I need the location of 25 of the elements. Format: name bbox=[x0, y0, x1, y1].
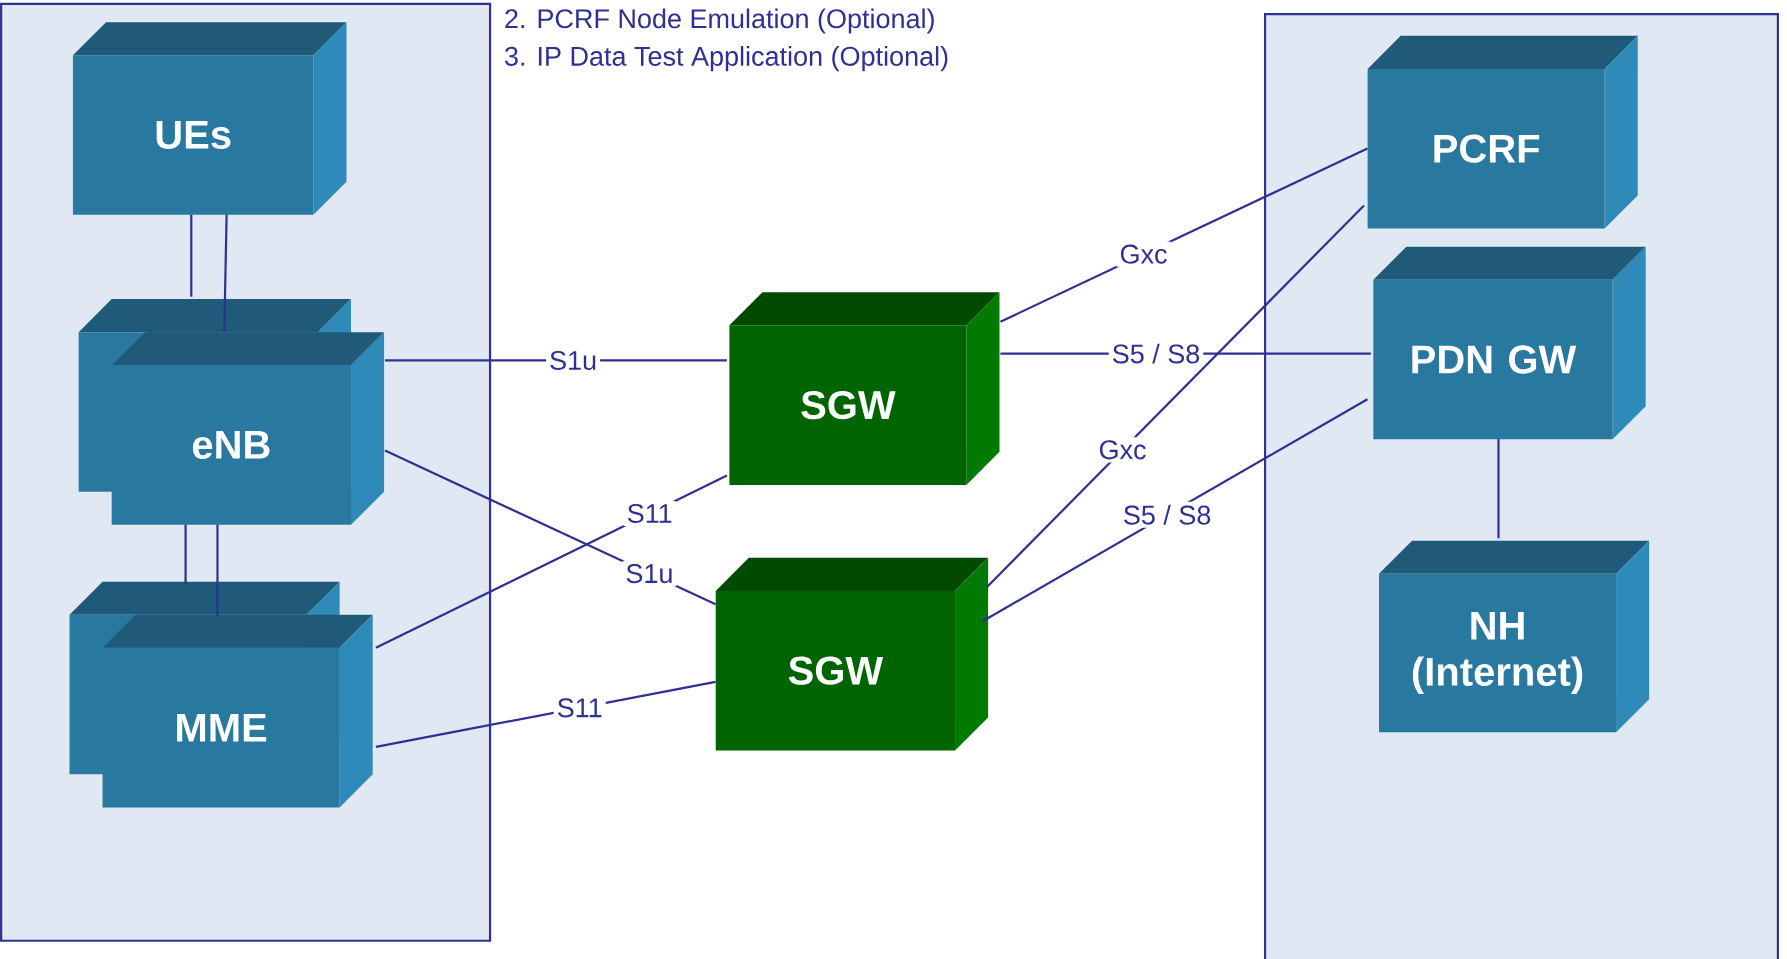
network-element-box: SGW bbox=[715, 557, 989, 751]
interface-label: Gxc bbox=[1095, 437, 1150, 463]
network-element-box: SGW bbox=[729, 292, 1000, 485]
interface-label: S1u bbox=[546, 347, 601, 374]
interface-label: S5 / S8 bbox=[1119, 501, 1215, 528]
interface-label: S11 bbox=[553, 695, 606, 721]
network-element-box: MME bbox=[69, 581, 373, 808]
connector-line bbox=[184, 524, 187, 584]
network-element-box: UEs bbox=[72, 22, 347, 215]
interface-label: S1u bbox=[622, 561, 677, 587]
connector-line bbox=[190, 214, 193, 297]
interface-label: Gxc bbox=[1116, 241, 1171, 267]
network-element-box: PCRF bbox=[1367, 35, 1638, 229]
connector-line bbox=[981, 398, 1368, 623]
interface-label: S5 / S8 bbox=[1108, 340, 1204, 367]
connector-line bbox=[986, 204, 1365, 589]
note-text: 2. PCRF Node Emulation (Optional) bbox=[505, 8, 934, 34]
connector-line bbox=[223, 214, 228, 331]
note-text: 3. IP Data Test Application (Optional) bbox=[504, 46, 948, 72]
network-element-box: eNB bbox=[78, 299, 385, 525]
interface-label: S11 bbox=[623, 500, 676, 526]
network-element-box: PDN GW bbox=[1373, 246, 1646, 440]
network-element-box: NH (Internet) bbox=[1379, 540, 1650, 733]
connector-line bbox=[216, 524, 219, 616]
connector-line bbox=[1497, 439, 1500, 539]
